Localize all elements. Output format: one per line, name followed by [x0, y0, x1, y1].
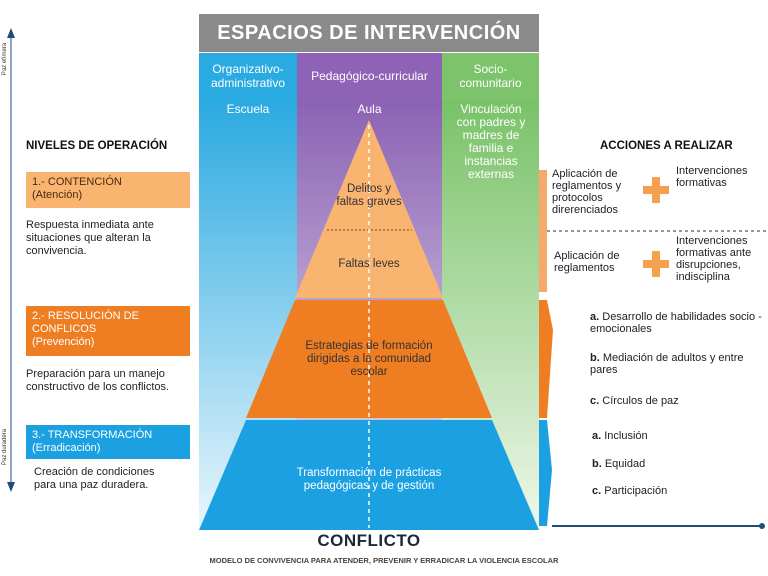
action-level3-text-a: Inclusión [604, 430, 648, 442]
pyramid-label-transformacion: Transformación de prácticas pedagógicas … [296, 467, 442, 492]
level-3-box: 3.- TRANSFORMACIÓN (Erradicación) [26, 425, 190, 459]
action-level3-text-c: Participación [604, 485, 668, 497]
level-1-description: Respuesta inmediata ante situaciones que… [26, 219, 154, 257]
action-level2-text-a: Desarrollo de habilidades socio - emocio… [590, 311, 762, 335]
action-level2-item-b: b. Mediación de adultos y entre pares [590, 352, 760, 376]
band-level2 [539, 300, 553, 418]
plus-icon [643, 177, 669, 203]
action-level3-text-b: Equidad [604, 458, 646, 470]
level-1-name: 1.- CONTENCIÓN [32, 176, 122, 188]
action-row1-right: Intervenciones formativas [676, 165, 748, 189]
action-level2-marker-b: b. [590, 352, 600, 364]
axis-label-bottom: Paz duradera [2, 428, 8, 466]
level-3-name: 3.- TRANSFORMACIÓN [32, 429, 153, 441]
band-level1 [539, 170, 547, 292]
action-row2-right: Intervenciones formativas ante disrupcio… [676, 235, 752, 283]
actions-heading: ACCIONES A REALIZAR [600, 140, 733, 152]
action-level2-item-c: c. Círculos de paz [590, 395, 760, 407]
action-level2-text-c: Círculos de paz [602, 395, 679, 407]
footer-title: CONFLICTO [317, 531, 421, 550]
peace-axis-arrow-down [7, 482, 15, 492]
level-3-description: Creación de condiciones para una paz dur… [34, 466, 155, 491]
bottom-rule-dot [759, 523, 765, 529]
column-sub-vinculacion: Vinculación con padres y madres de famil… [456, 102, 526, 181]
level-2-box: 2.- RESOLUCIÓN DE CONFLICOS (Prevención) [26, 306, 190, 356]
action-level3-item-b: b. Equidad [592, 458, 742, 470]
column-header-bg-1 [199, 53, 297, 99]
action-level3-item-a: a. Inclusión [592, 430, 742, 442]
column-sub-aula: Aula [357, 102, 382, 116]
column-sub-escuela: Escuela [226, 102, 270, 116]
column-header-pedagogico: Pedagógico-curricular [311, 69, 428, 83]
action-level2-marker-c: c. [590, 395, 600, 407]
peace-axis-arrow-up [7, 28, 15, 38]
level-3-sub: (Erradicación) [32, 442, 101, 454]
action-level2-text-b: Mediación de adultos y entre pares [590, 352, 744, 376]
action-level3-marker-b: b. [592, 458, 602, 470]
axis-label-bottom-wrap: Paz duradera [0, 420, 10, 480]
plus-icon [643, 251, 669, 277]
levels-heading: NIVELES DE OPERACIÓN [26, 140, 168, 152]
column-header-organizativo: Organizativo-administrativo [210, 62, 286, 90]
page-title: ESPACIOS DE INTERVENCIÓN [199, 14, 539, 52]
pyramid-bottom-section [199, 420, 539, 530]
column-header-bg-3 [442, 53, 539, 99]
column-header-bg-2 [297, 53, 442, 99]
pyramid-label-faltas-graves: Delitos y faltas graves [336, 183, 402, 208]
level-1-sub: (Atención) [32, 189, 83, 201]
action-level2-marker-a: a. [590, 311, 600, 323]
action-level3-item-c: c. Participación [592, 485, 742, 497]
level-2-name: 2.- RESOLUCIÓN DE CONFLICOS [32, 310, 139, 335]
axis-label-top-wrap: Paz efímera [0, 32, 10, 92]
pyramid-label-estrategias: Estrategias de formación dirigidas a la … [305, 340, 433, 378]
band-level3 [539, 420, 552, 526]
action-row2-left: Aplicación de reglamentos [554, 250, 620, 274]
action-row1-left: Aplicación de reglamentos y protocolos d… [552, 168, 622, 216]
action-level3-marker-a: a. [592, 430, 602, 442]
level-2-description: Preparación para un manejo constructivo … [26, 368, 170, 393]
action-level2-item-a: a. Desarrollo de habilidades socio - emo… [590, 311, 765, 335]
column-header-socio: Socio-comunitario [459, 62, 522, 90]
pyramid-label-faltas-leves: Faltas leves [338, 258, 400, 270]
level-2-sub: (Prevención) [32, 336, 95, 348]
axis-label-top: Paz efímera [2, 42, 8, 76]
level-1-box: 1.- CONTENCIÓN (Atención) [26, 172, 190, 208]
action-level3-marker-c: c. [592, 485, 602, 497]
footer-caption: MODELO DE CONVIVENCIA PARA ATENDER, PREV… [209, 556, 559, 565]
